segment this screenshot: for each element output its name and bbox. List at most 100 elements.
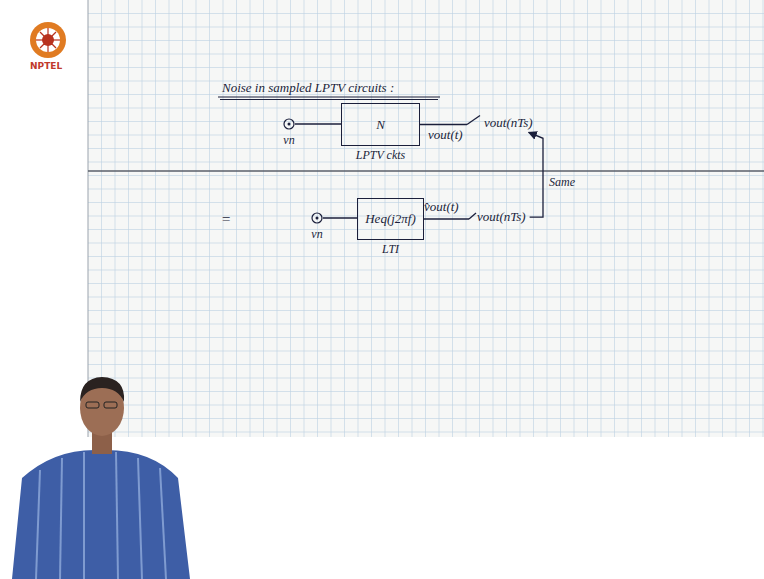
signal-name: v̂out(t) — [424, 200, 459, 214]
stripe — [60, 458, 62, 579]
grid-paper — [88, 0, 764, 437]
grid-line — [155, 0, 156, 437]
grid-line — [88, 364, 764, 365]
presenter-photo — [12, 377, 190, 579]
grid-line — [88, 67, 764, 68]
grid-line — [88, 256, 764, 257]
grid-line — [682, 0, 683, 437]
title-underline — [220, 99, 438, 100]
grid-line — [466, 0, 467, 437]
grid-line — [749, 0, 750, 437]
grid-line — [88, 270, 764, 271]
grid-line — [722, 0, 723, 437]
grid-line — [88, 121, 764, 122]
signal-name: vout(nTs) — [477, 210, 526, 224]
logo-spoke — [40, 32, 56, 48]
hair — [80, 377, 124, 402]
grid-line — [88, 27, 764, 28]
grid-line — [88, 135, 764, 136]
grid-line — [695, 0, 696, 437]
grid-line — [88, 13, 764, 14]
grid-line — [88, 310, 764, 311]
noise-source: vn — [283, 118, 295, 130]
noise-source: vn — [311, 212, 323, 224]
logo-spokes — [36, 28, 60, 52]
grid-line — [344, 0, 345, 437]
grid-line — [547, 0, 548, 437]
grid-line — [304, 0, 305, 437]
signal-name: vout(t) — [428, 128, 463, 142]
grid-line — [574, 0, 575, 437]
sampling-switch — [469, 213, 476, 219]
block-name: N — [376, 117, 385, 133]
grid-line — [439, 0, 440, 437]
source-circle — [284, 119, 294, 129]
grid-line — [587, 0, 588, 437]
block-box: Heq(j2πf)LTI — [357, 198, 424, 240]
grid-line — [736, 0, 737, 437]
stripe — [138, 458, 142, 579]
grid-line — [88, 432, 764, 433]
grid-line — [182, 0, 183, 437]
grid-line — [88, 189, 764, 190]
grid-line — [88, 229, 764, 230]
nptel-logo — [30, 22, 66, 58]
grid-line — [128, 0, 129, 437]
logo-ring — [30, 22, 66, 58]
grid-line — [88, 216, 764, 217]
grid-line — [709, 0, 710, 437]
grid-line — [88, 405, 764, 406]
grid-line — [88, 378, 764, 379]
grid-line — [88, 148, 764, 149]
grid-line — [614, 0, 615, 437]
grid-line — [101, 0, 102, 437]
signal-name: vn — [283, 133, 294, 148]
stripe — [36, 470, 40, 579]
grid-lines — [88, 0, 764, 437]
grid-line — [533, 0, 534, 437]
grid-line — [142, 0, 143, 437]
grid-line — [560, 0, 561, 437]
grid-line — [88, 243, 764, 244]
block-box: NLPTV ckts — [341, 103, 420, 146]
source-circle — [312, 213, 322, 223]
grid-line — [236, 0, 237, 437]
slide-title: Noise in sampled LPTV circuits : — [222, 81, 394, 95]
equals-sign: = — [221, 211, 231, 228]
grid-line — [169, 0, 170, 437]
grid-line — [655, 0, 656, 437]
grid-line — [88, 162, 764, 163]
grid-line — [601, 0, 602, 437]
logo-center — [36, 28, 60, 52]
signal-wire — [295, 123, 341, 124]
grid-line — [88, 297, 764, 298]
same-arrow — [529, 132, 543, 217]
grid-line — [641, 0, 642, 437]
note: Same — [549, 176, 575, 189]
grid-line — [209, 0, 210, 437]
grid-line — [115, 0, 116, 437]
shirt-stripes — [36, 452, 166, 579]
grid-line — [88, 324, 764, 325]
grid-line — [452, 0, 453, 437]
paper-edge — [88, 0, 89, 437]
grid-line — [88, 418, 764, 419]
grid-line — [88, 94, 764, 95]
source-symbol — [283, 118, 295, 130]
grid-line — [263, 0, 264, 437]
glasses — [104, 402, 117, 408]
separator-line — [88, 170, 764, 172]
grid-line — [290, 0, 291, 437]
logo-spoke — [40, 32, 56, 48]
signal-name: vn — [311, 227, 322, 242]
source-symbol — [311, 212, 323, 224]
output-wire — [420, 124, 467, 125]
grid-line — [331, 0, 332, 437]
logo-text: NPTEL — [30, 62, 62, 72]
grid-line — [88, 40, 764, 41]
source-dot — [316, 217, 319, 220]
signal-wire — [323, 217, 357, 218]
signal-name: vout(nTs) — [484, 116, 533, 130]
